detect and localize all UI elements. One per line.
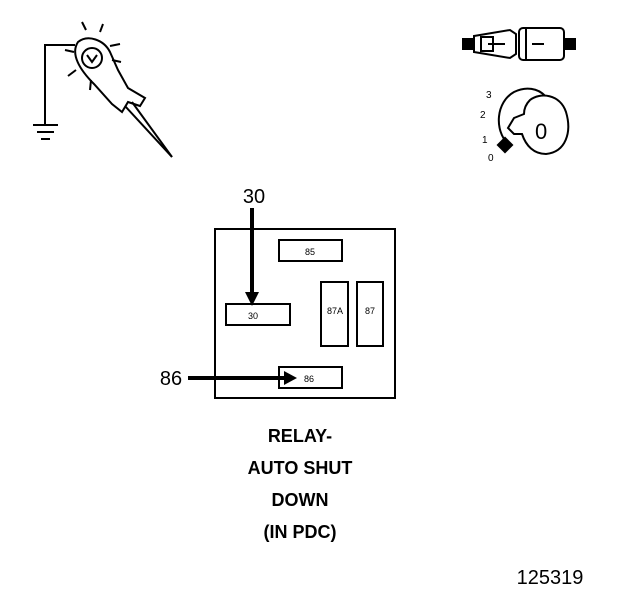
ignition-key-icon: 3 2 1 0 0 bbox=[480, 87, 570, 164]
ignition-position-0: 0 bbox=[488, 153, 494, 164]
caption-line-2: AUTO SHUT bbox=[247, 458, 353, 478]
test-light-icon bbox=[33, 21, 173, 158]
terminal-85: 85 bbox=[278, 239, 343, 262]
callout-86: 86 bbox=[160, 368, 182, 390]
ignition-position-2: 2 bbox=[480, 110, 486, 121]
terminal-85-label: 85 bbox=[305, 247, 315, 257]
key-label: 0 bbox=[535, 119, 547, 144]
terminal-87a: 87A bbox=[320, 281, 349, 347]
figure-number: 125319 bbox=[516, 567, 584, 589]
terminal-87-label: 87 bbox=[365, 306, 375, 316]
terminal-30: 30 bbox=[225, 303, 291, 326]
caption-line-3: DOWN bbox=[271, 490, 329, 510]
terminal-30-label: 30 bbox=[248, 311, 258, 321]
terminal-87a-label: 87A bbox=[327, 306, 343, 316]
ignition-position-3: 3 bbox=[486, 90, 492, 101]
ignition-position-1: 1 bbox=[482, 135, 488, 146]
connector-icon bbox=[462, 27, 576, 61]
callout-30-arrow bbox=[245, 208, 259, 306]
callout-86-arrow bbox=[188, 371, 297, 385]
caption-line-1: RELAY- bbox=[267, 426, 333, 446]
caption-line-4: (IN PDC) bbox=[263, 522, 337, 542]
terminal-86-label: 86 bbox=[304, 374, 314, 384]
callout-30: 30 bbox=[243, 186, 265, 208]
terminal-87: 87 bbox=[356, 281, 384, 347]
